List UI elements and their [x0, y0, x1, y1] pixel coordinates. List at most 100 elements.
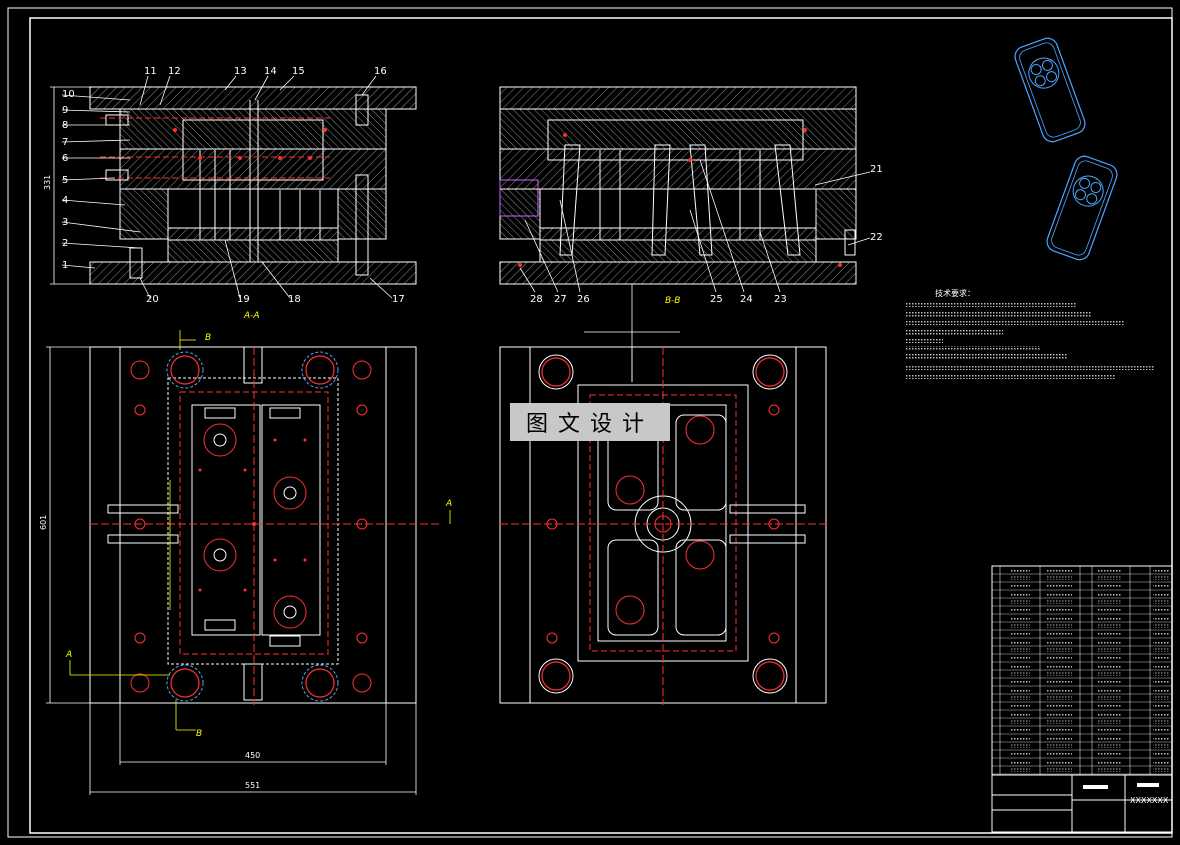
- bom-cell-text: [1098, 616, 1122, 620]
- bom-cell-text: [1010, 720, 1030, 724]
- bom-cell-text: [1153, 688, 1169, 692]
- section-label-b-b: B-B: [665, 296, 680, 306]
- bom-cell-text: [1153, 648, 1169, 652]
- bom-cell-text: [1010, 600, 1030, 604]
- bom-cell-text: [1046, 600, 1072, 604]
- bom-cell-text: [1046, 712, 1072, 716]
- bom-cell-text: [1046, 624, 1072, 628]
- bom-cell-text: [1098, 752, 1122, 756]
- section-marker-a-right: A: [445, 499, 452, 509]
- bom-cell-text: [1010, 688, 1030, 692]
- section-b-b: 21 22 23 24 25 26 27 28 B-B: [499, 86, 883, 382]
- bom-cell-text: [1010, 736, 1030, 740]
- bom-cell-text: [1098, 744, 1122, 748]
- part-number-12: 12: [168, 66, 181, 77]
- bom-cell-text: [1098, 664, 1122, 668]
- part-number-19: 19: [237, 294, 250, 305]
- part-number-14: 14: [264, 66, 277, 77]
- dimension-height-section: 331: [43, 175, 52, 190]
- part-number-2: 2: [62, 238, 68, 249]
- bom-cell-text: [1098, 608, 1122, 612]
- bom-cell-text: [1010, 680, 1030, 684]
- bill-of-materials: XXXXXXX: [991, 565, 1173, 833]
- bom-cell-text: [1098, 736, 1122, 740]
- bom-cell-text: [1098, 712, 1122, 716]
- bom-cell-text: [1098, 728, 1122, 732]
- bom-cell-text: [1010, 664, 1030, 668]
- bom-cell-text: [1010, 584, 1030, 588]
- part-number-28: 28: [530, 294, 543, 305]
- section-marker-a-left: A: [65, 650, 72, 660]
- bom-cell-text: [1046, 696, 1072, 700]
- bom-cell-text: [1010, 576, 1030, 580]
- bom-cell-text: [1153, 672, 1169, 676]
- bom-cell-text: [1046, 664, 1072, 668]
- bom-cell-text: [1153, 760, 1169, 764]
- bom-cell-text: [1046, 768, 1072, 772]
- part-number-16: 16: [374, 66, 387, 77]
- bom-cell-text: [1098, 672, 1122, 676]
- bom-cell-text: [1098, 640, 1122, 644]
- bom-cell-text: [1010, 608, 1030, 612]
- bom-cell-text: [1153, 616, 1169, 620]
- plan-view-core-side: B B A A 601 450 551: [39, 330, 452, 795]
- part-number-4: 4: [62, 195, 68, 206]
- part-number-26: 26: [577, 294, 590, 305]
- title-block-code: XXXXXXX: [1130, 796, 1169, 805]
- bom-cell-text: [1046, 568, 1072, 572]
- bom-cell-text: [1153, 608, 1169, 612]
- part-number-6: 6: [62, 153, 68, 164]
- bom-cell-text: [1046, 704, 1072, 708]
- bom-cell-text: [1153, 664, 1169, 668]
- part-number-18: 18: [288, 294, 301, 305]
- bom-cell-text: [1098, 568, 1122, 572]
- bom-cell-text: [1153, 640, 1169, 644]
- bom-cell-text: [1046, 656, 1072, 660]
- part-number-22: 22: [870, 232, 883, 243]
- bom-cell-text: [1046, 584, 1072, 588]
- part-number-11: 11: [144, 66, 157, 77]
- bom-cell-text: [1098, 576, 1122, 580]
- bom-cell-text: [1010, 616, 1030, 620]
- bom-cell-text: [1153, 720, 1169, 724]
- bom-cell-text: [1046, 648, 1072, 652]
- section-marker-b-bottom: B: [196, 729, 202, 739]
- bom-cell-text: [1098, 656, 1122, 660]
- part-number-13: 13: [234, 66, 247, 77]
- bom-cell-text: [1046, 728, 1072, 732]
- part-number-20: 20: [146, 294, 159, 305]
- bom-cell-text: [1010, 704, 1030, 708]
- bom-cell-text: [1046, 736, 1072, 740]
- bom-cell-text: [1153, 696, 1169, 700]
- section-marker-b-top: B: [205, 333, 211, 343]
- bom-cell-text: [1010, 728, 1030, 732]
- part-number-15: 15: [292, 66, 305, 77]
- bom-cell-text: [1010, 632, 1030, 636]
- bom-cell-text: [1046, 640, 1072, 644]
- bom-cell-text: [1098, 696, 1122, 700]
- bom-cell-text: [1010, 752, 1030, 756]
- bom-cell-text: [1046, 760, 1072, 764]
- bom-cell-text: [1046, 680, 1072, 684]
- tech-requirements-title: 技术要求：: [935, 288, 975, 298]
- part-number-27: 27: [554, 294, 567, 305]
- bom-cell-text: [1046, 672, 1072, 676]
- bom-cell-text: [1153, 736, 1169, 740]
- bom-cell-text: [1153, 704, 1169, 708]
- bom-cell-text: [1098, 704, 1122, 708]
- part-number-8: 8: [62, 120, 68, 131]
- watermark-box: 图文设计: [510, 403, 670, 441]
- inner-frame: [29, 17, 1173, 834]
- part-number-25: 25: [710, 294, 723, 305]
- bom-cell-text: [1046, 576, 1072, 580]
- bom-cell-text: [1010, 624, 1030, 628]
- bom-cell-text: [1153, 568, 1169, 572]
- bom-cell-text: [1153, 728, 1169, 732]
- bom-cell-text: [1098, 680, 1122, 684]
- bom-cell-text: [1153, 656, 1169, 660]
- dimension-width-outer: 551: [245, 781, 260, 790]
- bom-cell-text: [1153, 584, 1169, 588]
- bom-cell-text: [1010, 640, 1030, 644]
- bom-cell-text: [1046, 720, 1072, 724]
